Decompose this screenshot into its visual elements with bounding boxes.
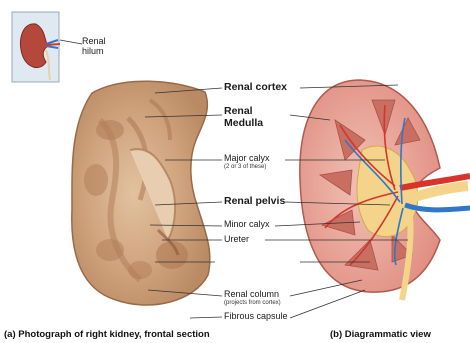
- renal-medulla-label: Renal Medulla: [224, 106, 263, 129]
- major-calyx-label: Major calyx (2 or 3 of these): [224, 154, 270, 170]
- diagram-kidney: [300, 80, 470, 300]
- inset-thumbnail: [12, 12, 60, 82]
- fibrous-capsule-label: Fibrous capsule: [224, 312, 288, 322]
- renal-hilum-label-line2: hilum: [82, 47, 106, 57]
- renal-column-text: Renal column: [224, 290, 281, 300]
- minor-calyx-label: Minor calyx: [224, 220, 270, 230]
- renal-medulla-label-line1: Renal: [224, 106, 263, 118]
- renal-medulla-label-line2: Medulla: [224, 118, 263, 130]
- renal-column-note: (projects from cortex): [224, 300, 281, 307]
- caption-right: (b) Diagrammatic view: [330, 329, 431, 340]
- major-calyx-note: (2 or 3 of these): [224, 164, 270, 171]
- caption-left: (a) Photograph of right kidney, frontal …: [4, 329, 210, 340]
- major-calyx-text: Major calyx: [224, 154, 270, 164]
- renal-pelvis-label: Renal pelvis: [224, 196, 285, 208]
- ureter-label: Ureter: [224, 235, 249, 245]
- renal-cortex-label: Renal cortex: [224, 82, 287, 94]
- renal-hilum-label: Renal hilum: [82, 37, 106, 57]
- renal-column-label: Renal column (projects from cortex): [224, 290, 281, 306]
- photo-kidney: [72, 81, 210, 305]
